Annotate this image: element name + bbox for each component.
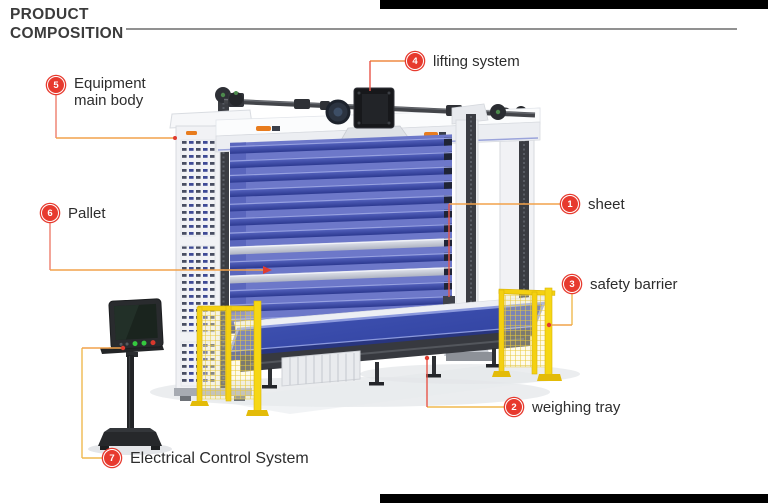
title-line-1: PRODUCT	[10, 6, 89, 23]
callout-badge: 6	[41, 204, 59, 222]
callout-equipment-main-body: 5 Equipment main body	[47, 75, 166, 109]
main-frame-right-column	[443, 103, 494, 361]
sheet-stack	[230, 134, 452, 334]
leader-lines	[49, 60, 573, 459]
callout-safety-barrier: 3 safety barrier	[563, 275, 678, 293]
callout-badge: 3	[563, 275, 581, 293]
callout-label: safety barrier	[590, 275, 678, 293]
callout-label: Electrical Control System	[130, 449, 309, 467]
title-line-2: COMPOSITION	[10, 25, 124, 42]
callout-badge: 1	[561, 195, 579, 213]
callout-label: Equipment main body	[74, 75, 146, 109]
callout-pallet: 6 Pallet	[41, 204, 106, 222]
safety-fence-right	[492, 287, 562, 381]
callout-label: weighing tray	[532, 398, 621, 416]
top-right-black-bar	[380, 0, 768, 9]
page-title: PRODUCT COMPOSITION	[10, 5, 124, 43]
callout-weighing-tray: 2 weighing tray	[505, 398, 620, 416]
callout-badge: 5	[47, 76, 65, 94]
control-station	[98, 298, 164, 450]
callout-badge: 4	[406, 52, 424, 70]
callout-badge: 2	[505, 398, 523, 416]
pallet-underframe	[240, 330, 530, 389]
callout-label: sheet	[588, 195, 625, 213]
callout-label: Pallet	[68, 204, 106, 222]
bottom-right-black-bar	[380, 494, 768, 503]
callout-electrical-control-system: 7 Electrical Control System	[103, 449, 309, 467]
safety-fence-left	[190, 300, 269, 416]
callout-label: lifting system	[433, 52, 520, 70]
callout-sheet: 1 sheet	[561, 195, 625, 213]
callout-badge: 7	[103, 449, 121, 467]
callout-lifting-system: 4 lifting system	[406, 52, 520, 70]
title-rule	[126, 28, 737, 30]
